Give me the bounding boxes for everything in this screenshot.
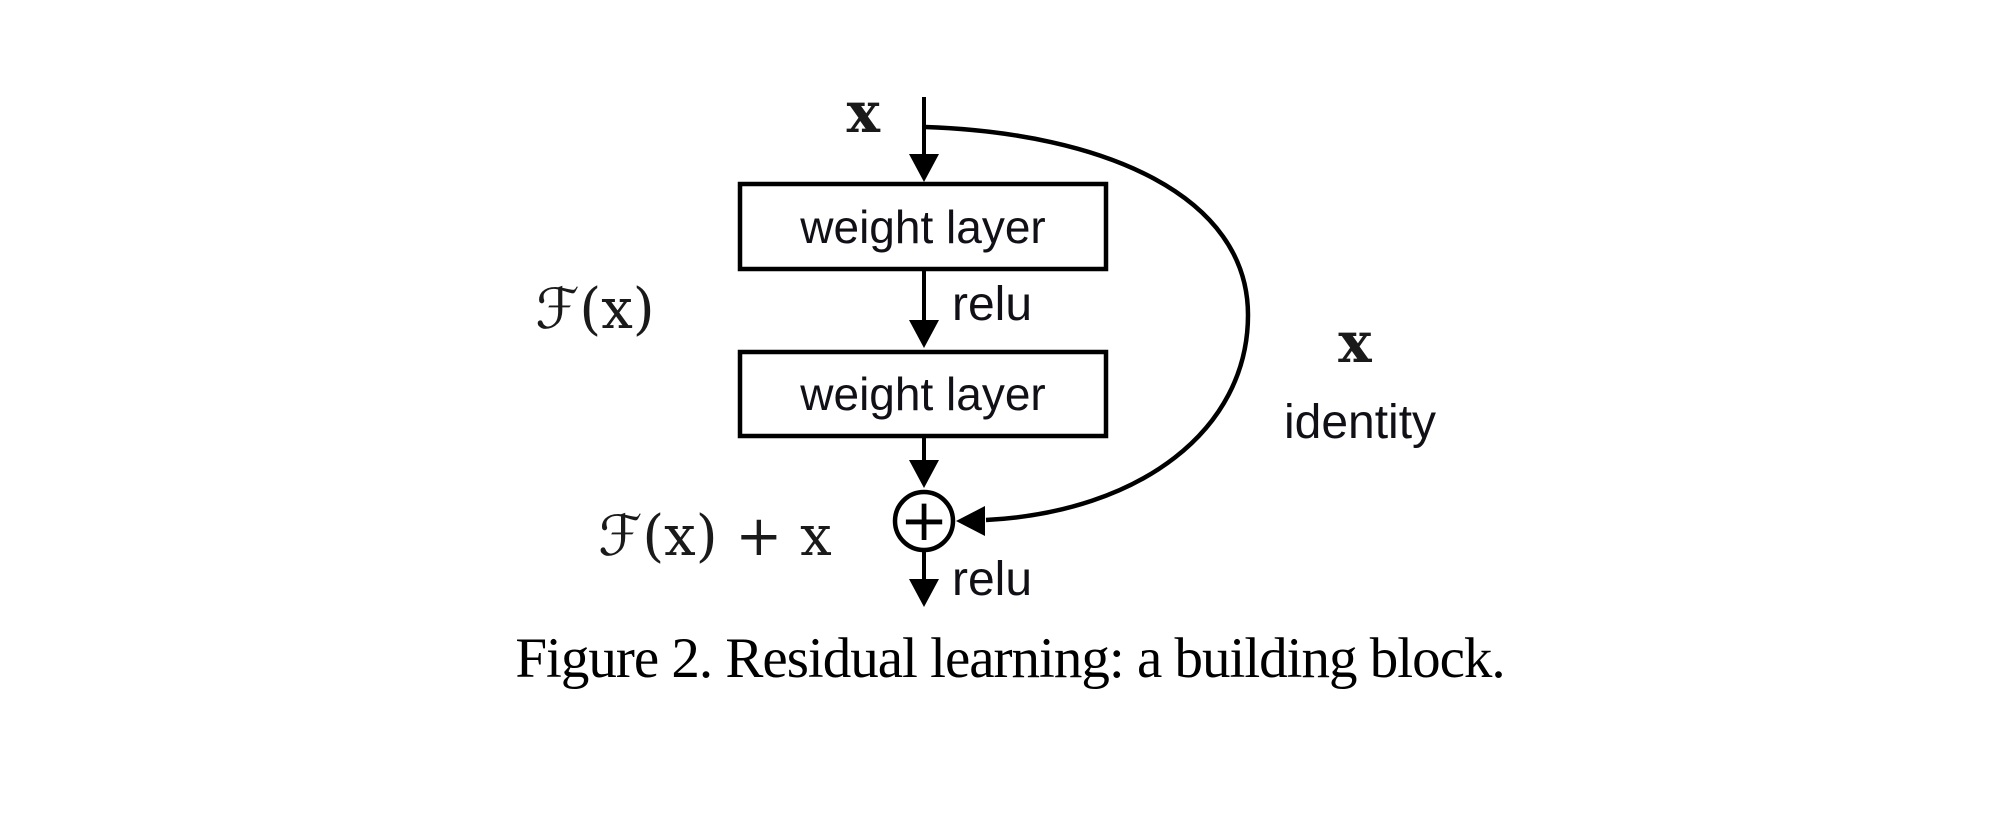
residual-sum-label: ℱ(x) + x	[598, 504, 831, 569]
figure-caption: Figure 2. Residual learning: a building …	[515, 627, 1504, 690]
into-addition-arrowhead-icon	[909, 460, 939, 488]
addition-node	[892, 489, 956, 553]
weight-layer-bottom-label: weight layer	[799, 368, 1045, 420]
relu-between-label: relu	[952, 278, 1032, 331]
input-x-label: x	[847, 80, 881, 146]
relu-after-add-label: relu	[952, 553, 1032, 606]
between-layers-arrowhead-icon	[909, 320, 939, 348]
identity-label: identity	[1284, 396, 1436, 449]
plus-icon: +	[900, 486, 949, 554]
output-arrowhead-icon	[909, 579, 939, 607]
skip-connection-arrowhead-icon	[956, 506, 985, 536]
skip-connection-curve	[924, 124, 1251, 523]
residual-function-label: ℱ(x)	[535, 277, 654, 342]
weight-layer-top-label: weight layer	[799, 201, 1045, 253]
input-arrowhead-icon	[909, 154, 939, 182]
weight-layer-box-bottom	[737, 349, 1109, 439]
skip-x-label: x	[1338, 310, 1372, 376]
weight-layer-box-top	[737, 181, 1109, 272]
